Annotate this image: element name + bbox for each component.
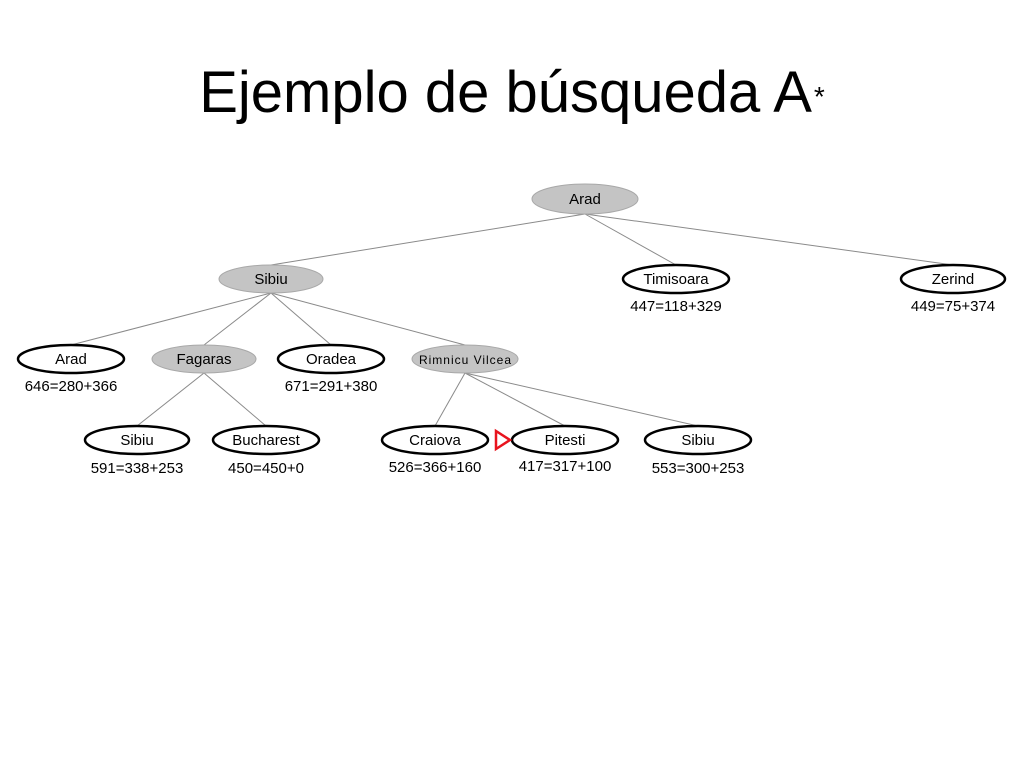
tree-node-label-fagaras: Fagaras bbox=[176, 351, 231, 368]
tree-node-f-value-zerind: 449=75+374 bbox=[911, 298, 995, 315]
tree-node-arad-root: Arad bbox=[531, 183, 639, 215]
tree-node-f-value-arad-2: 646=280+366 bbox=[25, 378, 118, 395]
tree-node-shape-oradea bbox=[276, 343, 386, 375]
tree-node-label-arad-2: Arad bbox=[55, 351, 87, 368]
tree-edge-fagaras-to-bucharest bbox=[203, 372, 267, 427]
tree-node-label-sibiu: Sibiu bbox=[254, 271, 287, 288]
tree-node-shape-timisoara bbox=[621, 263, 731, 295]
tree-edge-rimnicu-vilcea-to-craiova bbox=[434, 372, 466, 427]
tree-node-pitesti: Pitesti bbox=[510, 424, 620, 456]
tree-edge-arad-root-to-sibiu bbox=[270, 213, 586, 266]
tree-node-oradea: Oradea bbox=[276, 343, 386, 375]
tree-node-zerind: Zerind bbox=[899, 263, 1007, 295]
tree-node-sibiu-2: Sibiu bbox=[83, 424, 191, 456]
tree-edges bbox=[70, 213, 954, 427]
tree-node-sibiu: Sibiu bbox=[218, 264, 324, 294]
tree-node-sibiu-3: Sibiu bbox=[643, 424, 753, 456]
tree-node-fagaras: Fagaras bbox=[151, 344, 257, 374]
tree-edge-sibiu-to-arad-2 bbox=[70, 292, 272, 346]
tree-node-label-sibiu-3: Sibiu bbox=[681, 432, 714, 449]
tree-node-shape-bucharest bbox=[211, 424, 321, 456]
tree-node-f-value-craiova: 526=366+160 bbox=[389, 459, 482, 476]
slide-title-superscript: * bbox=[813, 81, 825, 112]
tree-node-shape-arad-2 bbox=[16, 343, 126, 375]
tree-node-shape-sibiu bbox=[218, 264, 324, 294]
tree-node-f-value-sibiu-2: 591=338+253 bbox=[91, 460, 184, 477]
tree-f-values: 447=118+329 449=75+374 646=280+366 671=291+… bbox=[25, 298, 995, 477]
tree-node-shape-zerind bbox=[899, 263, 1007, 295]
tree-node-label-pitesti: Pitesti bbox=[545, 432, 586, 449]
tree-node-label-oradea: Oradea bbox=[306, 351, 357, 368]
tree-node-label-sibiu-2: Sibiu bbox=[120, 432, 153, 449]
selected-node-marker-icon bbox=[494, 428, 513, 452]
tree-edge-arad-root-to-zerind bbox=[584, 213, 954, 266]
tree-node-f-value-sibiu-3: 553=300+253 bbox=[652, 460, 745, 477]
tree-node-f-value-pitesti: 417=317+100 bbox=[519, 458, 612, 475]
tree-edge-fagaras-to-sibiu-2 bbox=[136, 372, 205, 427]
tree-node-shape-arad-root bbox=[531, 183, 639, 215]
slide-title-text: Ejemplo de búsqueda A bbox=[199, 60, 812, 125]
tree-edge-sibiu-to-fagaras bbox=[203, 292, 272, 346]
tree-node-arad-2: Arad bbox=[16, 343, 126, 375]
tree-edge-sibiu-to-oradea bbox=[270, 292, 332, 346]
tree-node-rimnicu-vilcea: Rimnicu Vilcea bbox=[411, 344, 519, 374]
tree-node-bucharest: Bucharest bbox=[211, 424, 321, 456]
tree-node-shape-craiova bbox=[380, 424, 490, 456]
slide-title: Ejemplo de búsqueda A* bbox=[0, 58, 1024, 128]
tree-node-label-craiova: Craiova bbox=[409, 432, 461, 449]
tree-edge-rimnicu-vilcea-to-sibiu-3 bbox=[464, 372, 699, 427]
tree-node-label-rimnicu-vilcea: Rimnicu Vilcea bbox=[419, 353, 511, 367]
tree-node-craiova: Craiova bbox=[380, 424, 490, 456]
tree-edge-sibiu-to-rimnicu-vilcea bbox=[270, 292, 466, 346]
tree-node-shape-sibiu-3 bbox=[643, 424, 753, 456]
tree-node-f-value-oradea: 671=291+380 bbox=[285, 378, 378, 395]
tree-edge-arad-root-to-timisoara bbox=[584, 213, 677, 266]
tree-node-shape-rimnicu-vilcea bbox=[411, 344, 519, 374]
tree-node-shape-sibiu-2 bbox=[83, 424, 191, 456]
tree-node-shape-fagaras bbox=[151, 344, 257, 374]
tree-edge-rimnicu-vilcea-to-pitesti bbox=[464, 372, 566, 427]
tree-node-label-timisoara: Timisoara bbox=[643, 271, 709, 288]
tree-node-label-arad-root: Arad bbox=[569, 191, 601, 208]
tree-node-label-zerind: Zerind bbox=[932, 271, 975, 288]
tree-node-f-value-bucharest: 450=450+0 bbox=[228, 460, 304, 477]
tree-node-f-value-timisoara: 447=118+329 bbox=[630, 298, 722, 315]
tree-node-label-bucharest: Bucharest bbox=[232, 432, 300, 449]
tree-node-timisoara: Timisoara bbox=[621, 263, 731, 295]
